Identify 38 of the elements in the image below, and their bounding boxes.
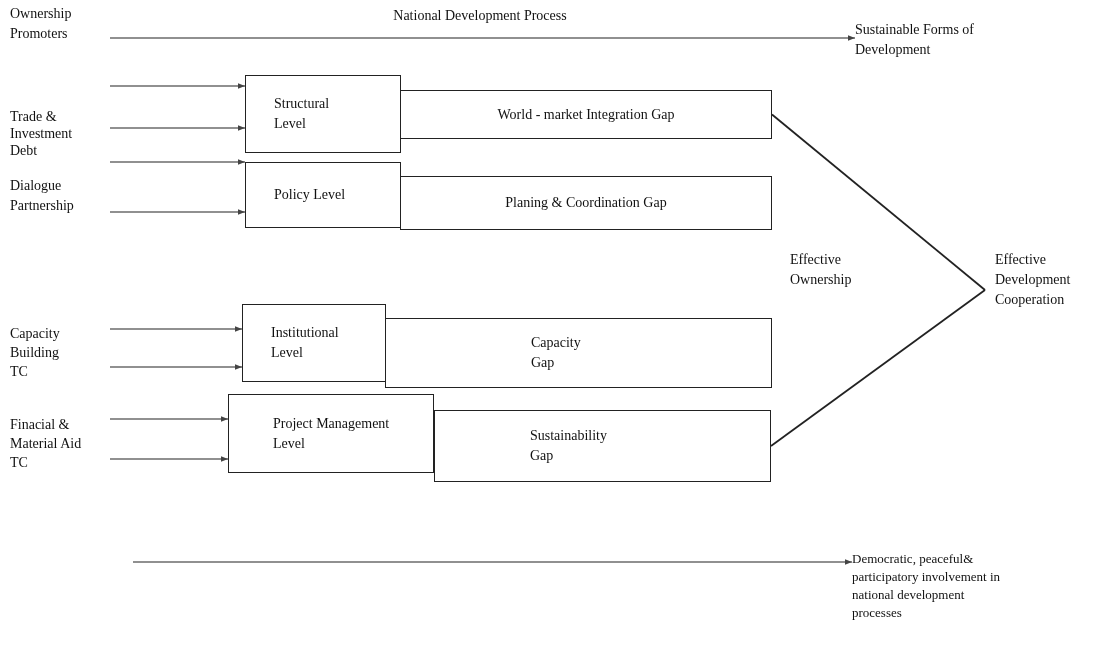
- arrow: [109, 456, 229, 462]
- arrow: [109, 326, 243, 332]
- gap-box: [400, 90, 772, 139]
- gap-box: [400, 176, 772, 230]
- arrow: [109, 209, 246, 215]
- node-label: Ownership Promoters: [10, 5, 73, 43]
- node-label: Capacity Building TC: [10, 325, 61, 381]
- arrow: [109, 83, 246, 89]
- level-box: [245, 162, 401, 228]
- node-label: Finacial & Material Aid TC: [10, 416, 83, 472]
- box-label: World - market Integration Gap: [496, 105, 676, 124]
- gap-box: [385, 318, 772, 388]
- box-label: Planing & Coordination Gap: [504, 194, 668, 212]
- node-label: Effective Development Cooperation: [995, 251, 1072, 309]
- arrow: [109, 125, 246, 131]
- box-label: Sustainability Gap: [530, 427, 608, 465]
- connector-line: [770, 289, 986, 447]
- arrow: [109, 364, 243, 370]
- diagram-title: National Development Process: [393, 8, 567, 23]
- box-label: Structural Level: [274, 95, 331, 133]
- node-label: Trade & Investment Debt: [10, 108, 74, 159]
- arrow: [109, 159, 246, 165]
- node-label: Sustainable Forms of Development: [855, 21, 975, 59]
- box-label: Policy Level: [274, 186, 347, 204]
- connector-line: [771, 113, 986, 291]
- annotation-text: Effective Ownership: [790, 252, 852, 287]
- level-box: [228, 394, 434, 473]
- arrow: [109, 35, 856, 41]
- box-label: Capacity Gap: [531, 334, 582, 372]
- gap-box: [434, 410, 771, 482]
- box-label: Project Management Level: [273, 414, 391, 453]
- node-label: Dialogue Partnership: [10, 177, 75, 215]
- box-label: Institutional Level: [271, 324, 340, 362]
- arrow: [109, 416, 229, 422]
- arrow: [132, 559, 853, 565]
- level-box: [242, 304, 386, 382]
- level-box: [245, 75, 401, 153]
- node-label: Democratic, peaceful& participatory involvement in national development processes: [852, 550, 1001, 622]
